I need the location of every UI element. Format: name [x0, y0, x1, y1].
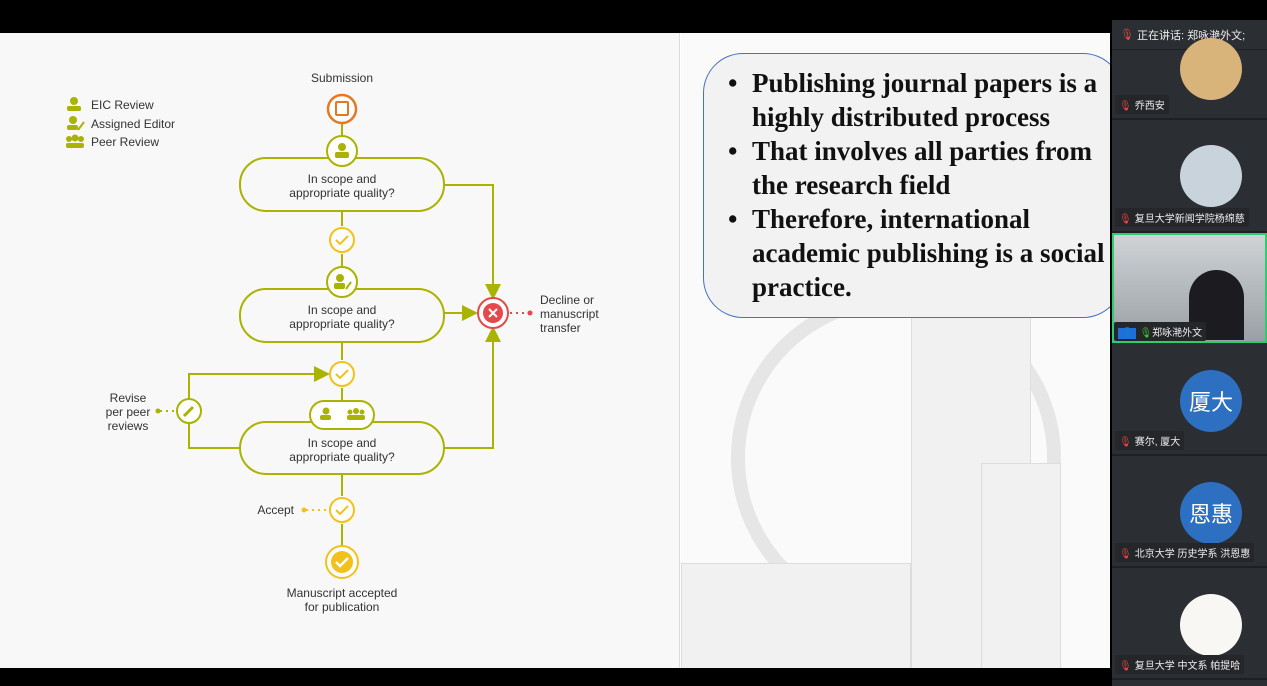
legend-editor: Assigned Editor [91, 117, 175, 131]
mic-muted-icon: 🎙 [1119, 437, 1132, 448]
accepted-check-icon [325, 545, 359, 579]
building-illustration [681, 563, 911, 668]
check-icon [329, 361, 355, 387]
person-icon [326, 135, 358, 167]
decline-line1: Decline or [540, 293, 594, 307]
final-line2: for publication [305, 600, 380, 614]
participant-tile[interactable]: 厦大 🎙赛尔, 厦大 [1112, 343, 1267, 456]
legend: EIC Review Assigned Editor Peer Review [66, 97, 175, 149]
person-edit-icon [326, 266, 358, 298]
participant-tile[interactable]: 恩惠 🎙北京大学 历史学系 洪恩惠 [1112, 456, 1267, 568]
editor-and-peers-icon [309, 400, 375, 430]
decline-icon [477, 297, 509, 329]
decline-line3: transfer [540, 321, 581, 335]
step1-line1: In scope and [308, 172, 377, 186]
mic-muted-icon[interactable]: 🎙 [1120, 29, 1134, 41]
decline-line2: manuscript [540, 307, 599, 321]
participant-tile[interactable]: 🎙复旦大学新闻学院杨绵慈 [1112, 120, 1267, 233]
participant-name: 复旦大学新闻学院杨绵慈 [1134, 214, 1245, 225]
participant-video-tile[interactable]: 👤🎙郑咏滟外文 [1112, 233, 1267, 343]
participant-tile[interactable]: 🎙复旦大学 中文系 帕提哈 [1112, 568, 1267, 680]
step1-line2: appropriate quality? [289, 186, 395, 200]
step2-line2: appropriate quality? [289, 317, 395, 331]
person-edit-icon [67, 116, 85, 131]
mic-muted-icon: 🎙 [1119, 661, 1132, 672]
participant-name: 乔西安 [1134, 101, 1165, 112]
person-icon [67, 97, 81, 111]
flowchart: EIC Review Assigned Editor Peer Review S… [66, 71, 599, 614]
participant-name: 北京大学 历史学系 洪恩惠 [1134, 549, 1251, 560]
mic-active-icon: 🎙 [1139, 328, 1153, 339]
submission-label: Submission [311, 71, 373, 85]
speaking-text: 正在讲话: 郑咏滟外文; [1136, 29, 1246, 42]
mic-muted-icon: 🎙 [1119, 214, 1132, 225]
avatar: 恩惠 [1180, 482, 1242, 544]
final-line1: Manuscript accepted [287, 586, 398, 600]
host-icon: 👤 [1118, 328, 1137, 339]
bullet: That involves all parties from the resea… [728, 134, 1110, 202]
revise-line1: Revise [110, 391, 147, 405]
participant-sidebar: 🎙正在讲话: 郑咏滟外文; 🎙乔西安 🎙复旦大学新闻学院杨绵慈 👤🎙郑咏滟外文 … [1112, 20, 1267, 686]
revise-line2: per peer [106, 405, 151, 419]
pencil-icon [176, 398, 202, 424]
participant-tile[interactable]: 🎙乔西安 [1112, 38, 1267, 120]
bullet: Therefore, international academic publis… [728, 202, 1110, 304]
mic-muted-icon: 🎙 [1119, 101, 1132, 112]
check-icon [329, 497, 355, 523]
bullet-card: Publishing journal papers is a highly di… [703, 53, 1110, 318]
accept-label: Accept [257, 503, 294, 517]
legend-peer: Peer Review [91, 135, 159, 149]
people-icon [66, 134, 84, 148]
mic-muted-icon: 🎙 [1119, 549, 1132, 560]
participant-name: 郑咏滟外文 [1152, 328, 1203, 339]
legend-eic: EIC Review [91, 98, 154, 112]
slide-text-panel: Publishing journal papers is a highly di… [681, 33, 1110, 668]
submission-icon [326, 93, 358, 125]
step2-line1: In scope and [308, 303, 377, 317]
step3-line1: In scope and [308, 436, 377, 450]
bullet: Publishing journal papers is a highly di… [728, 66, 1110, 134]
shared-screen: EIC Review Assigned Editor Peer Review S… [0, 33, 1110, 668]
flowchart-panel: EIC Review Assigned Editor Peer Review S… [0, 33, 680, 668]
step3-line2: appropriate quality? [289, 450, 395, 464]
check-icon [329, 227, 355, 253]
participant-name: 赛尔, 厦大 [1134, 437, 1181, 448]
avatar [1180, 38, 1242, 100]
revise-line3: reviews [108, 419, 149, 433]
avatar: 厦大 [1180, 370, 1242, 432]
building-illustration [981, 463, 1061, 668]
avatar [1180, 594, 1242, 656]
participant-name: 复旦大学 中文系 帕提哈 [1134, 661, 1241, 672]
avatar [1180, 145, 1242, 207]
